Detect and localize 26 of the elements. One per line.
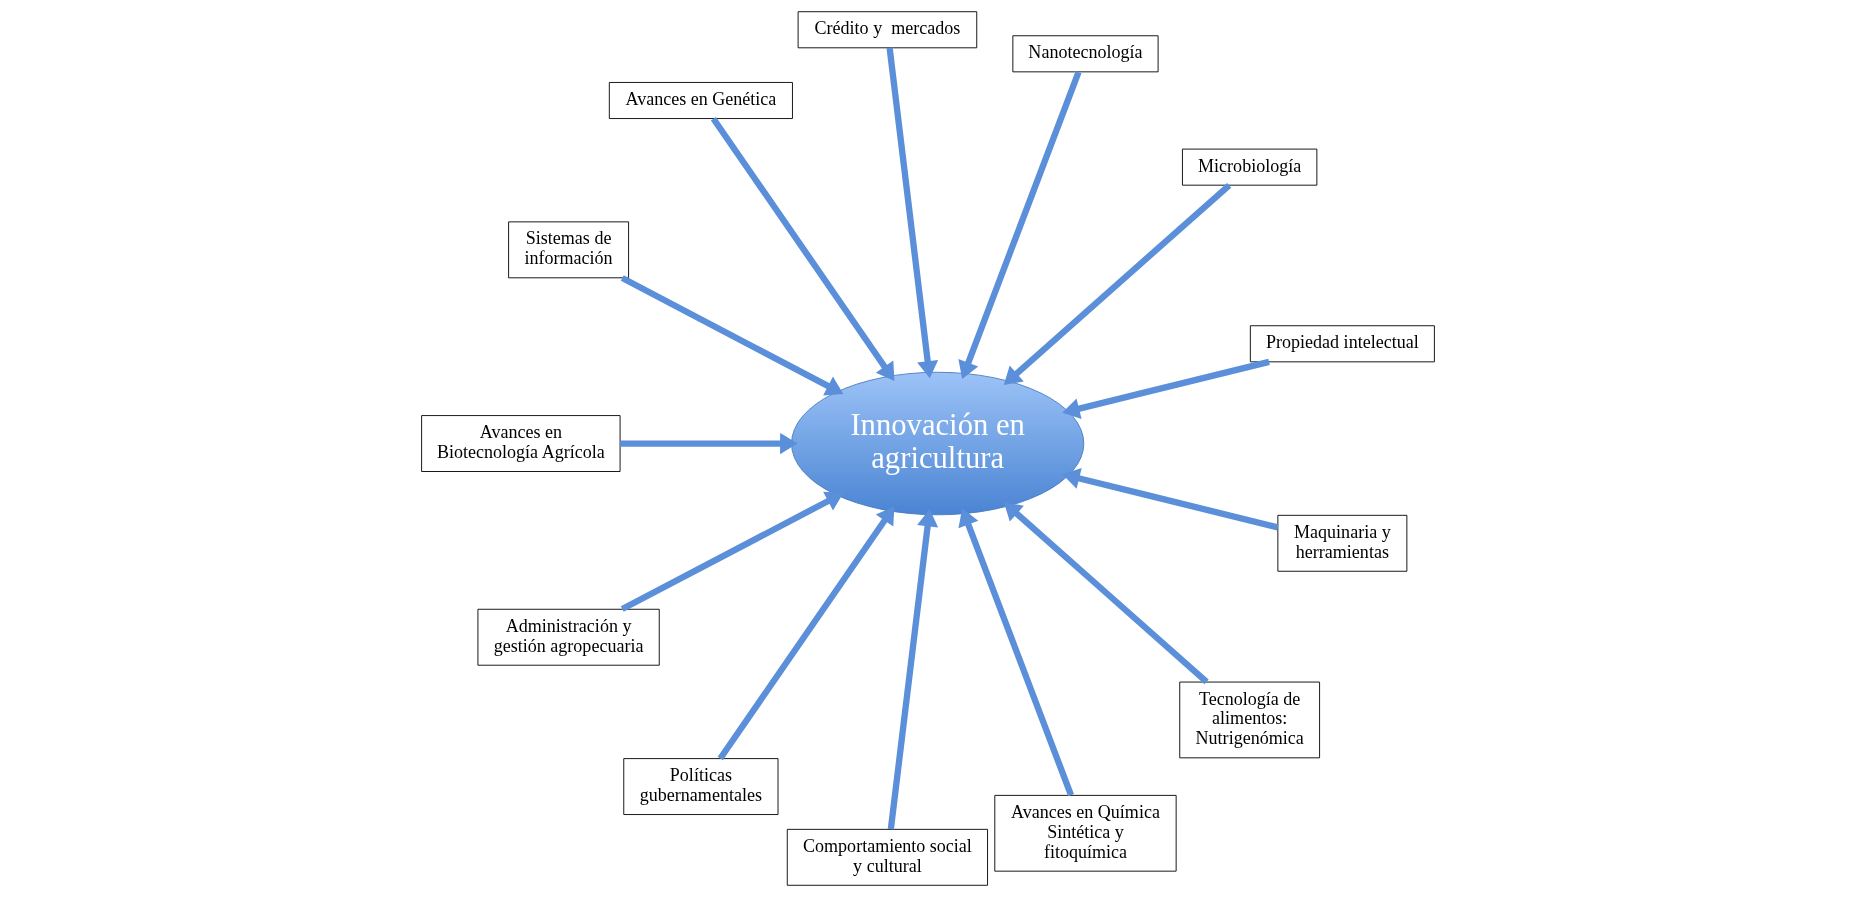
node-box: Avances en Genética (608, 82, 793, 119)
node-box: Maquinaria y herramientas (1277, 514, 1408, 572)
node-box: Crédito y mercados (797, 11, 978, 49)
arrow (958, 70, 1082, 379)
arrow (1003, 502, 1209, 685)
node-box: Sistemas de información (508, 221, 630, 279)
arrow (717, 506, 895, 761)
node-box: Avances en Biotecnología Agrícola (421, 415, 621, 472)
node-box: Tecnología de alimentos: Nutrigenómica (1179, 681, 1321, 759)
arrow (1003, 182, 1232, 385)
arrow (886, 47, 939, 379)
arrow (620, 491, 844, 612)
arrow (1062, 468, 1279, 531)
node-box: Microbiología (1182, 148, 1318, 186)
arrow (887, 509, 939, 830)
node-box: Políticas gubernamentales (623, 758, 779, 815)
arrow (958, 508, 1074, 797)
arrow (710, 116, 895, 381)
arrow (1062, 358, 1270, 419)
node-box: Comportamiento social y cultural (786, 828, 988, 886)
node-box: Nanotecnología (1012, 35, 1159, 73)
node-box: Avances en Química Sintética y fitoquímica (994, 794, 1177, 872)
arrow (620, 432, 798, 455)
node-box: Propiedad intelectual (1249, 325, 1435, 363)
node-box: Administración y gestión agropecuaria (477, 608, 660, 666)
arrow (620, 275, 844, 396)
